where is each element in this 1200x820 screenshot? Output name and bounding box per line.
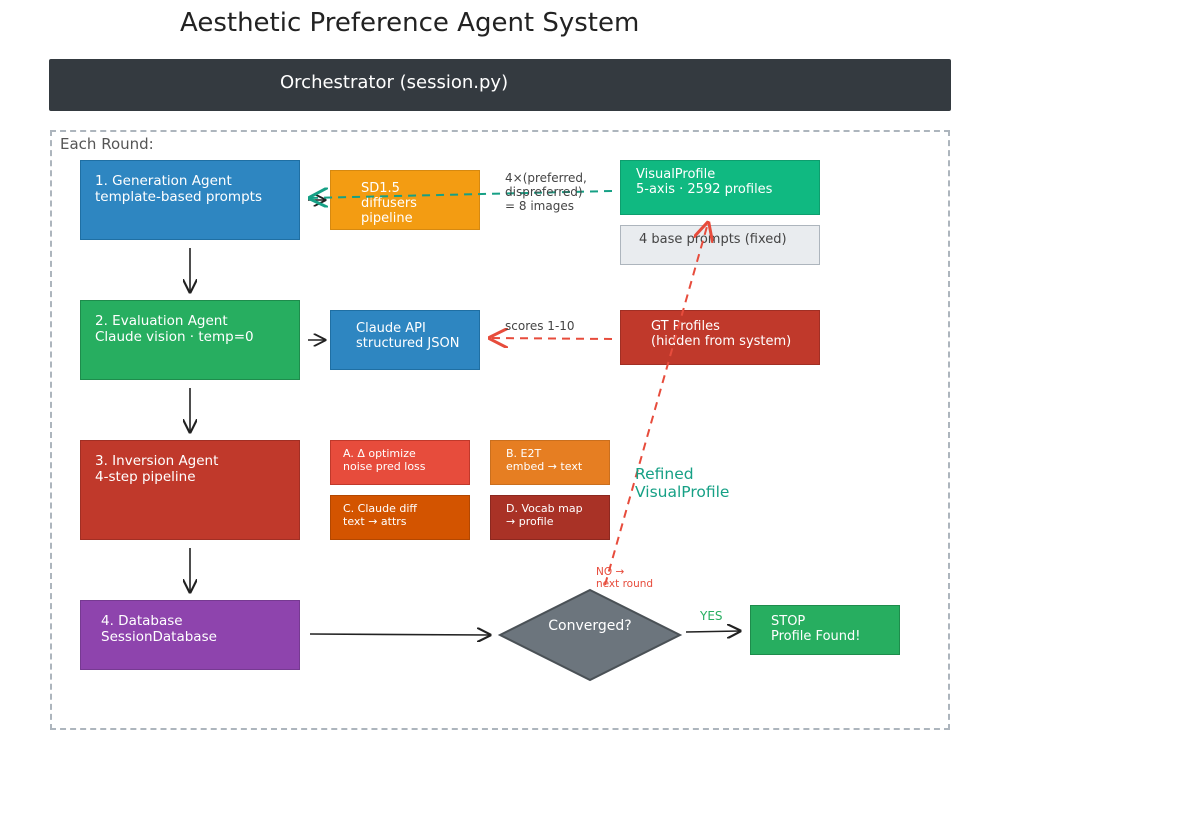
- refined-profile-note: Refined VisualProfile: [635, 465, 730, 501]
- decision-diamond: [497, 588, 683, 682]
- evaluation-agent-box: 2. Evaluation Agent Claude vision · temp…: [80, 300, 300, 380]
- arrow-db-to-decision: [309, 634, 490, 635]
- step-c-box: C. Claude diff text → attrs: [330, 495, 470, 540]
- stop-box: STOP Profile Found!: [750, 605, 900, 655]
- orchestrator-bar: [49, 59, 951, 111]
- visual-profile-box: VisualProfile 5-axis · 2592 profiles: [620, 160, 820, 215]
- arrow-gt-to-claude: [490, 338, 613, 339]
- scores-note: scores 1-10: [505, 319, 575, 333]
- round-frame: [50, 130, 950, 730]
- claude-api-box: Claude API structured JSON: [330, 310, 480, 370]
- step-d-box: D. Vocab map → profile: [490, 495, 610, 540]
- step-a-box: A. Δ optimize noise pred loss: [330, 440, 470, 485]
- round-label: Each Round:: [60, 135, 154, 153]
- step-b-box: B. E2T embed → text: [490, 440, 610, 485]
- page-title: Aesthetic Preference Agent System: [180, 8, 640, 38]
- generation-agent-box: 1. Generation Agent template-based promp…: [80, 160, 300, 240]
- decision-label: Converged?: [548, 618, 632, 634]
- sd15-pipeline-box: SD1.5 diffusers pipeline: [330, 170, 480, 230]
- yes-note: YES: [700, 609, 723, 623]
- orchestrator-label: Orchestrator (session.py): [280, 72, 509, 93]
- arrow-no-to-profile: [604, 223, 708, 586]
- images-note: 4×(preferred, dispreferred) = 8 images: [505, 171, 587, 213]
- arrow-yes-to-stop: [685, 631, 740, 632]
- no-next-round-note: NO → next round: [596, 566, 654, 590]
- inversion-agent-box: 3. Inversion Agent 4-step pipeline: [80, 440, 300, 540]
- gt-profiles-box: GT Profiles (hidden from system): [620, 310, 820, 365]
- database-agent-box: 4. Database SessionDatabase: [80, 600, 300, 670]
